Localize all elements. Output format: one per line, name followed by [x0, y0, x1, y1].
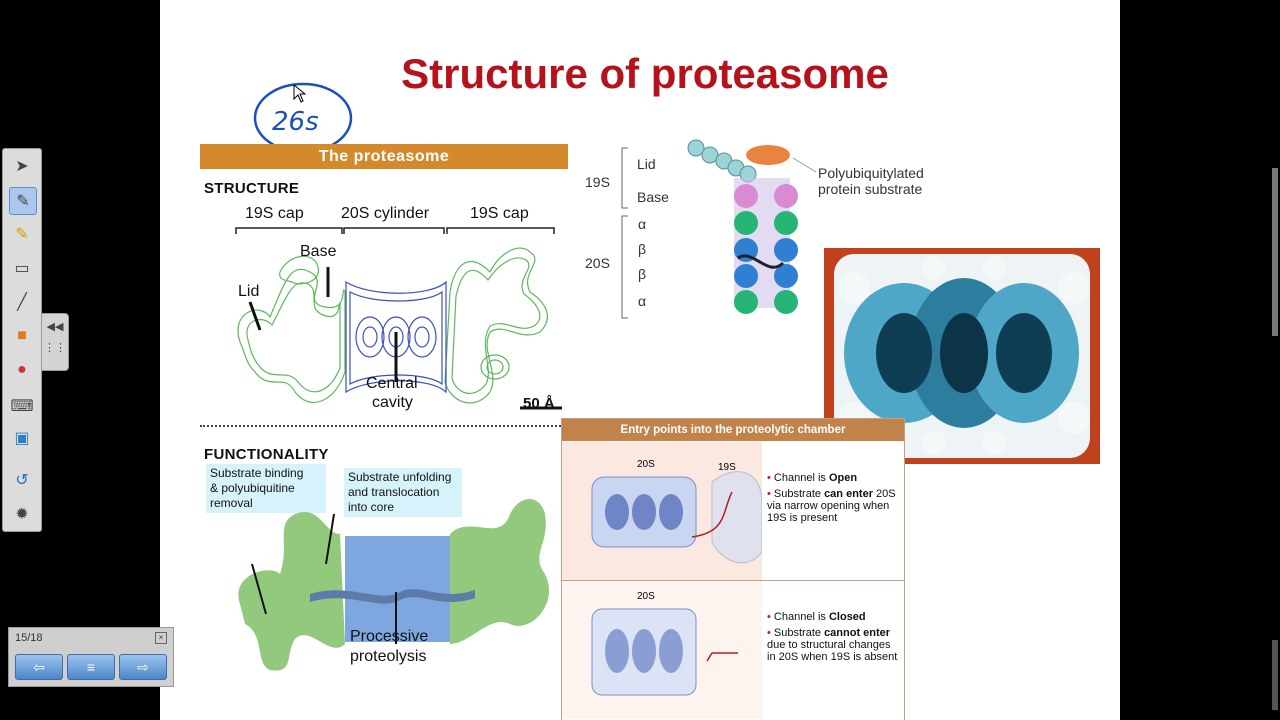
page-menu-button[interactable]: ≡: [67, 654, 115, 680]
cylinder-label: 20S cylinder: [341, 205, 430, 222]
annotation-text: 26s: [272, 107, 319, 137]
toolbar-collapse-button[interactable]: ◀◀ ⋮⋮: [41, 313, 69, 371]
callout-substrate-unfolding: Substrate unfolding and translocation in…: [344, 468, 462, 517]
label-19s: 19S: [585, 174, 610, 190]
structure-heading: STRUCTURE: [204, 180, 300, 197]
base-label: Base: [300, 243, 337, 260]
panel-channel-closed: 20S • Channel is Closed • Substrate cann…: [562, 581, 904, 719]
page-icon[interactable]: ▣: [14, 430, 30, 447]
structure-drawing: [235, 227, 562, 410]
slide-canvas: Structure of proteasome 26s The proteaso…: [160, 0, 1120, 720]
eraser-icon[interactable]: ▭: [14, 260, 30, 277]
lid-subunit: [746, 145, 790, 165]
cap-left-label: 19S cap: [245, 205, 304, 222]
annotation-toolbar: ➤ ✎ ✎ ▭ ╱ ■ ● ⌨ ▣ ↺ ✹: [2, 148, 42, 532]
label-beta-bottom: β: [638, 266, 647, 282]
slide-title: Structure of proteasome: [401, 50, 889, 97]
select-arrow-icon[interactable]: ➤: [15, 158, 29, 175]
open-channel-drawing: [591, 471, 763, 564]
scale-bar-label: 50 Å: [523, 395, 555, 412]
panel-channel-open: 20S 19S • Channel is Open • Substrate ca…: [562, 442, 904, 580]
closed-channel-drawing: [591, 608, 738, 696]
central-cavity-label-1: Central: [366, 375, 418, 392]
proteasome-subunit-diagram: 19S 20S Lid Base α β β α Polyubiquitylat…: [578, 128, 938, 320]
keyboard-icon[interactable]: ⌨: [10, 398, 34, 415]
open-channel-image: 20S 19S: [562, 442, 763, 580]
page-menu-icon: ≡: [86, 659, 96, 675]
shapes-icon[interactable]: ■: [17, 327, 27, 344]
functionality-drawing: [238, 499, 550, 671]
left-arrow-icon: ⇦: [33, 659, 45, 675]
section-divider: [200, 425, 568, 427]
figure-header: The proteasome: [200, 144, 568, 169]
surface-render-drawing: [834, 254, 1090, 458]
open-channel-text: • Channel is Open • Substrate can enter …: [767, 472, 896, 524]
mouse-cursor-icon: [293, 84, 307, 103]
proteasome-surface-image: [824, 248, 1100, 464]
line-icon[interactable]: ╱: [17, 294, 27, 311]
subunit-drawing: [621, 139, 817, 319]
cap-right-label: 19S cap: [470, 205, 529, 222]
substrate-label-2: protein substrate: [818, 181, 923, 197]
open-20s-label: 20S: [637, 459, 655, 470]
prev-page-button[interactable]: ⇦: [15, 654, 63, 680]
label-lid: Lid: [637, 156, 656, 172]
pen-icon[interactable]: ✎: [9, 187, 37, 215]
collapse-arrows-icon: ◀◀: [46, 321, 64, 333]
central-cavity-label-2: cavity: [372, 394, 413, 411]
substrate-label-1: Polyubiquitylated: [818, 165, 924, 181]
right-arrow-icon: ⇨: [137, 659, 149, 675]
highlighter-icon[interactable]: ✎: [15, 226, 29, 243]
right-scrollbar[interactable]: [1270, 0, 1280, 720]
label-alpha-bottom: α: [638, 293, 647, 309]
scroll-thumb-lower: [1272, 640, 1278, 710]
fill-icon[interactable]: ●: [17, 361, 27, 378]
ubiquitin-chain: [687, 139, 757, 183]
panel-divider: [562, 580, 904, 581]
entry-header: Entry points into the proteolytic chambe…: [562, 419, 904, 441]
entry-points-figure: Entry points into the proteolytic chambe…: [561, 418, 905, 720]
processive-label-1: Processive: [350, 628, 429, 645]
functionality-heading: FUNCTIONALITY: [204, 446, 329, 463]
page-navigator: 15/18 × ⇦ ≡ ⇨: [8, 627, 174, 687]
closed-channel-text: • Channel is Closed • Substrate cannot e…: [767, 611, 898, 663]
pager-close-icon[interactable]: ×: [155, 632, 167, 644]
label-20s: 20S: [585, 255, 610, 271]
lid-label: Lid: [238, 283, 260, 300]
next-page-button[interactable]: ⇨: [119, 654, 167, 680]
open-19s-label: 19S: [718, 462, 736, 473]
closed-20s-label: 20S: [637, 591, 655, 602]
proteasome-structure-figure: The proteasome STRUCTURE 19S cap 20S cyl…: [200, 144, 568, 672]
label-base: Base: [637, 189, 669, 205]
closed-channel-image: 20S: [562, 581, 762, 719]
grid-handle-icon: ⋮⋮: [44, 342, 66, 354]
settings-icon[interactable]: ✹: [15, 506, 29, 523]
label-alpha-top: α: [638, 216, 647, 232]
processive-label-2: proteolysis: [350, 648, 427, 665]
page-counter: 15/18: [15, 632, 43, 644]
callout-substrate-binding: Substrate binding & polyubiquitine remov…: [206, 464, 326, 513]
undo-icon[interactable]: ↺: [15, 472, 29, 489]
label-beta-top: β: [638, 241, 647, 257]
scroll-thumb: [1272, 168, 1278, 336]
